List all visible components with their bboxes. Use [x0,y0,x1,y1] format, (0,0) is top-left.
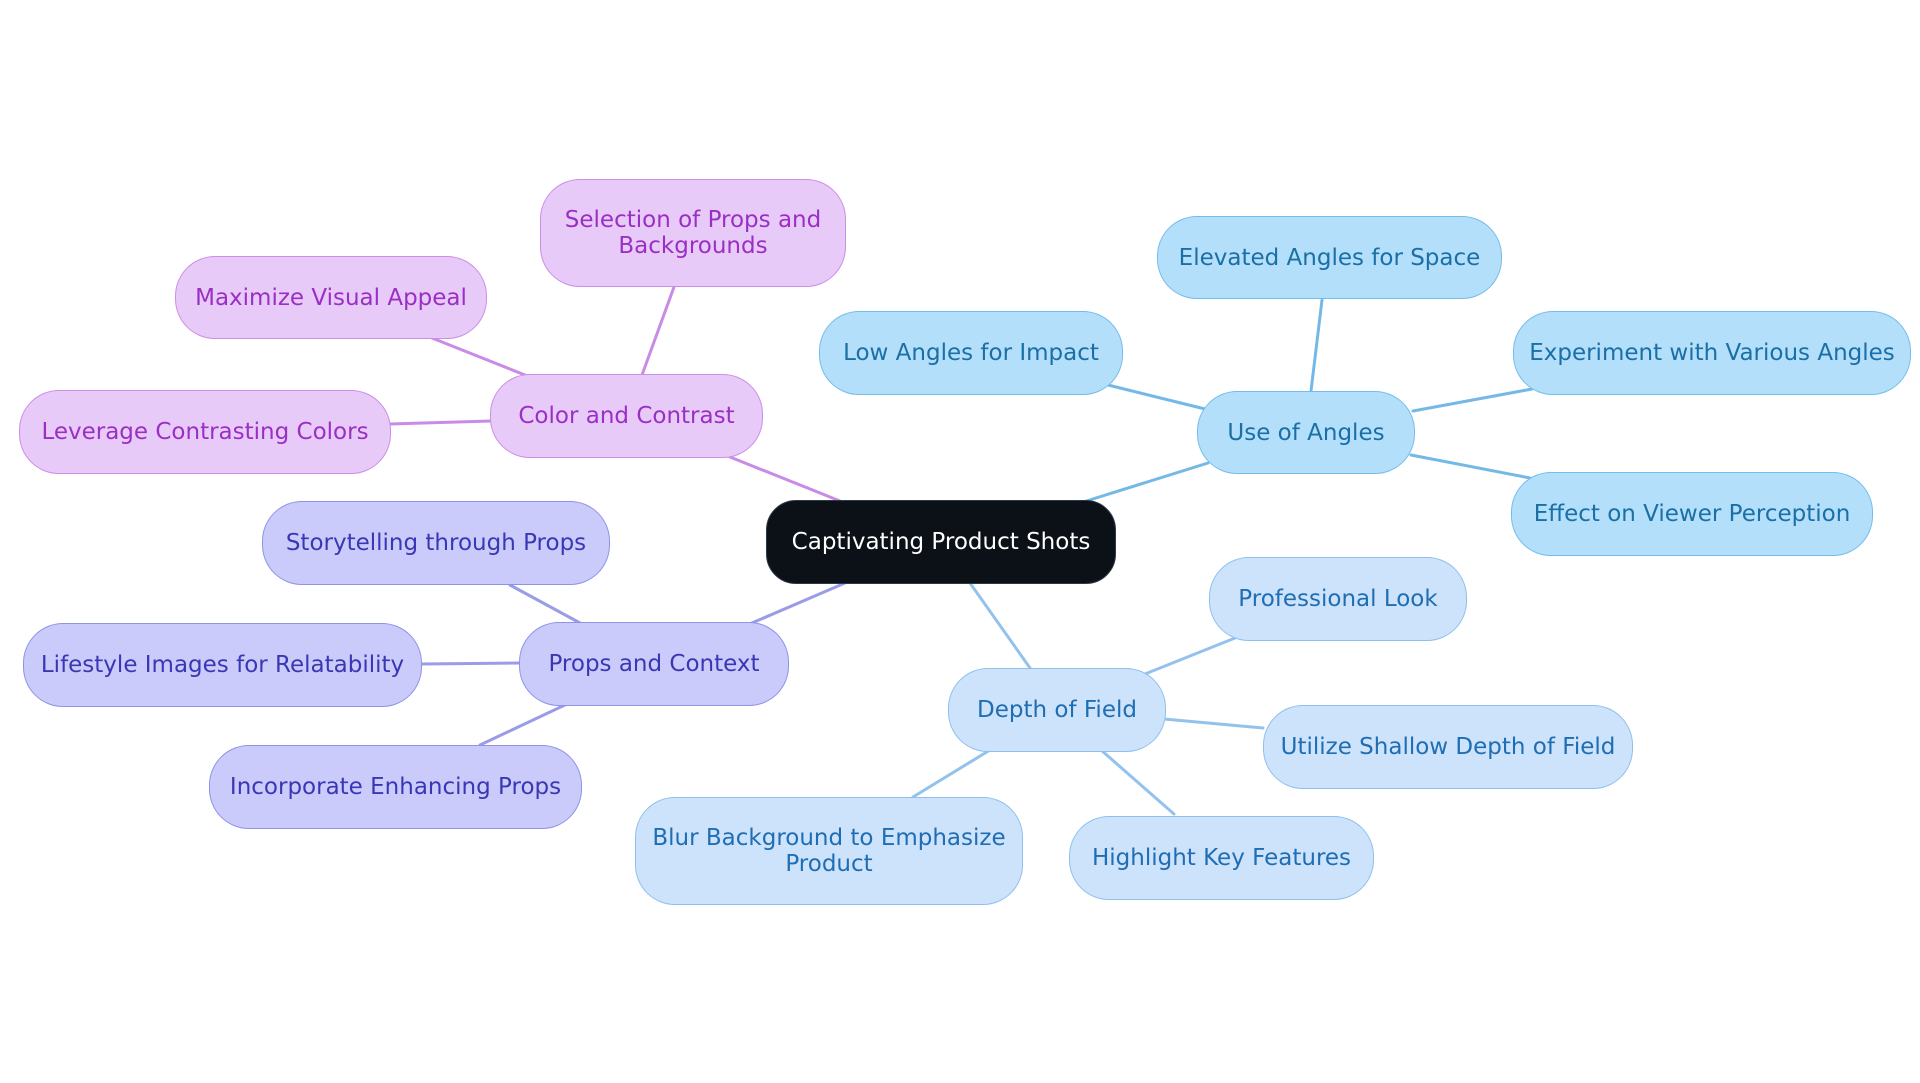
branch-depth-of-field[interactable]: Depth of Field [948,668,1166,752]
leaf-elevated-angles[interactable]: Elevated Angles for Space [1157,216,1502,299]
branch-color-and-contrast-label: Color and Contrast [518,403,735,429]
leaf-maximize-visual-appeal[interactable]: Maximize Visual Appeal [175,256,487,339]
root-node-label: Captivating Product Shots [791,529,1091,555]
leaf-leverage-contrasting-colors[interactable]: Leverage Contrasting Colors [19,390,391,474]
branch-use-of-angles-label: Use of Angles [1227,419,1385,446]
edge-props-storytelling [508,583,582,625]
leaf-shallow-depth[interactable]: Utilize Shallow Depth of Field [1263,705,1633,789]
leaf-selection-of-props-label: Selection of Props and Backgrounds [564,207,822,259]
leaf-incorporate-props-label: Incorporate Enhancing Props [229,774,562,800]
leaf-lifestyle-images-label: Lifestyle Images for Relatability [40,652,405,678]
leaf-leverage-contrasting-colors-label: Leverage Contrasting Colors [41,419,369,445]
edge-root-color-contrast [728,455,847,505]
branch-props-and-context-label: Props and Context [548,651,760,677]
leaf-low-angles-label: Low Angles for Impact [843,340,1099,366]
edge-angles-elevated [1309,298,1324,393]
edge-root-depth-of-field [968,581,1032,670]
leaf-highlight-key-features-label: Highlight Key Features [1091,845,1352,871]
leaf-highlight-key-features[interactable]: Highlight Key Features [1069,816,1374,900]
leaf-lifestyle-images[interactable]: Lifestyle Images for Relatability [23,623,422,707]
leaf-effect-viewer-perception[interactable]: Effect on Viewer Perception [1511,472,1873,556]
edge-color-contrast-selection [640,285,676,377]
edge-color-contrast-leverage [388,419,493,426]
leaf-maximize-visual-appeal-label: Maximize Visual Appeal [195,284,467,311]
branch-color-and-contrast[interactable]: Color and Contrast [490,374,763,458]
leaf-low-angles[interactable]: Low Angles for Impact [819,311,1123,395]
leaf-experiment-angles[interactable]: Experiment with Various Angles [1513,311,1911,395]
leaf-incorporate-props[interactable]: Incorporate Enhancing Props [209,745,582,829]
edge-root-props-context [743,581,847,628]
leaf-storytelling-props-label: Storytelling through Props [285,530,587,556]
root-node[interactable]: Captivating Product Shots [766,500,1116,584]
edge-angles-effect [1409,453,1532,480]
leaf-elevated-angles-label: Elevated Angles for Space [1178,244,1481,271]
edge-angles-low [1106,383,1207,411]
leaf-professional-look[interactable]: Professional Look [1209,557,1467,641]
leaf-experiment-angles-label: Experiment with Various Angles [1529,340,1895,366]
leaf-blur-background[interactable]: Blur Background to Emphasize Product [635,797,1023,905]
leaf-effect-viewer-perception-label: Effect on Viewer Perception [1533,501,1851,527]
branch-depth-of-field-label: Depth of Field [977,697,1137,723]
leaf-storytelling-props[interactable]: Storytelling through Props [262,501,610,585]
leaf-professional-look-label: Professional Look [1238,586,1438,612]
leaf-blur-background-label: Blur Background to Emphasize Product [652,825,1006,877]
branch-use-of-angles[interactable]: Use of Angles [1197,391,1415,474]
edge-root-use-of-angles [1078,461,1210,505]
edge-angles-experiment [1411,387,1534,413]
edge-props-incorporate [478,702,569,747]
leaf-selection-of-props[interactable]: Selection of Props and Backgrounds [540,179,846,287]
edge-props-lifestyle [420,661,522,666]
edge-depth-blur [911,748,992,799]
edge-depth-shallow [1162,717,1265,730]
edge-color-contrast-maximize [430,336,527,377]
branch-props-and-context[interactable]: Props and Context [519,622,789,706]
edge-depth-highlight [1099,748,1176,816]
edge-depth-professional [1143,636,1237,676]
leaf-shallow-depth-label: Utilize Shallow Depth of Field [1280,734,1616,760]
